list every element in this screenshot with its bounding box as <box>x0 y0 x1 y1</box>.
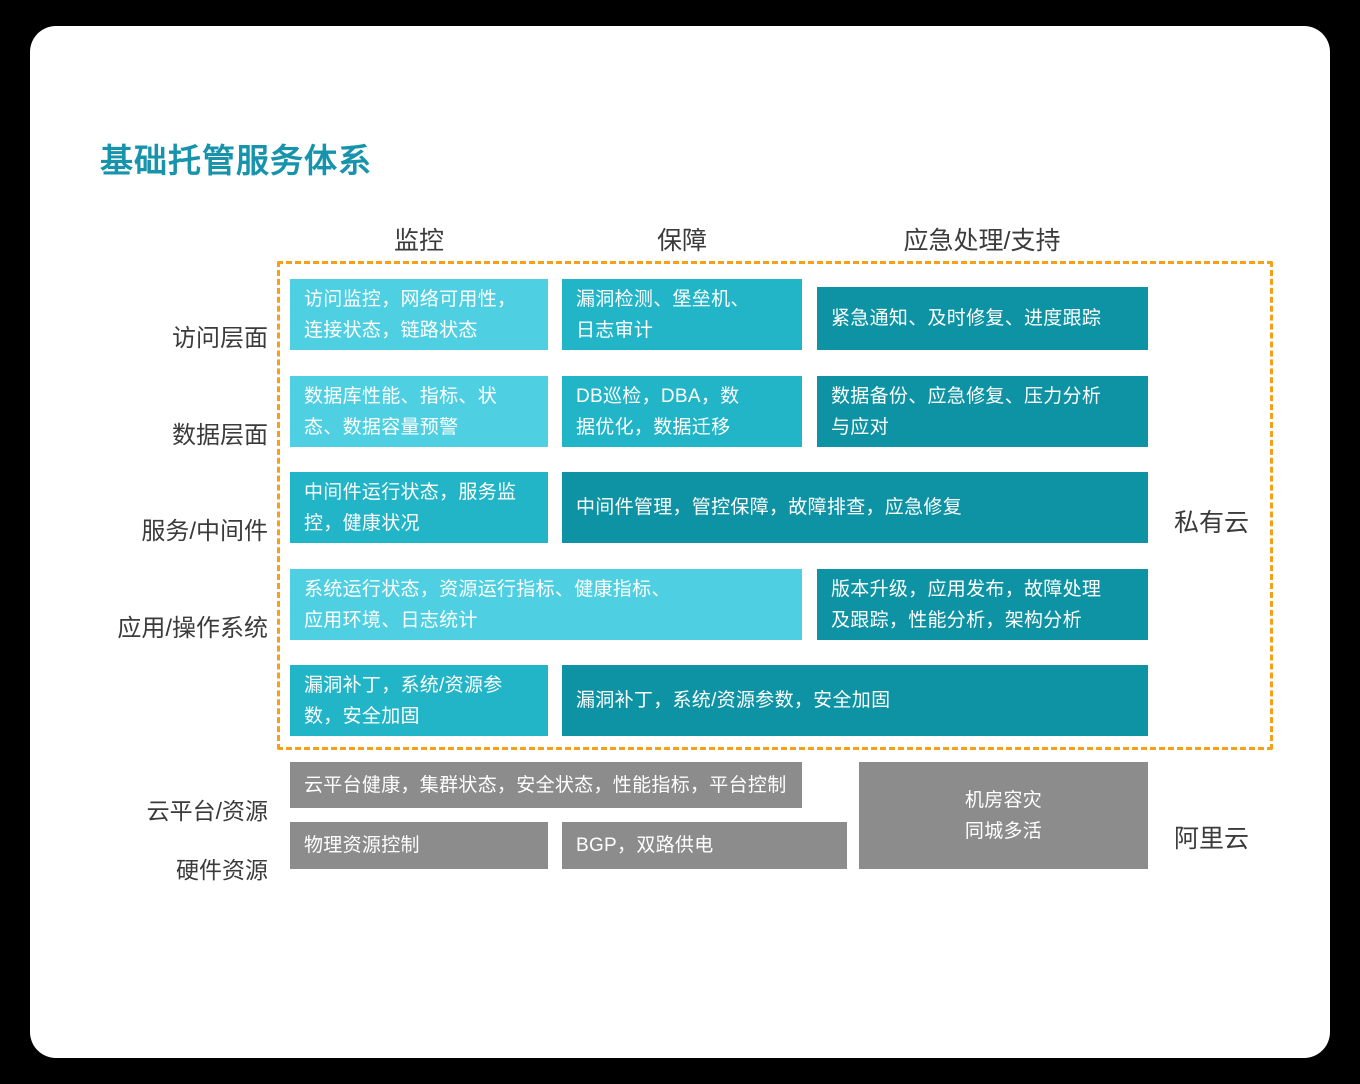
cell-security-assurance-emergency[interactable]: 漏洞补丁，系统/资源参数，安全加固 <box>562 665 1148 736</box>
cell-access-monitoring[interactable]: 访问监控，网络可用性， 连接状态，链路状态 <box>290 279 548 350</box>
cell-datacenter-dr-multiactive[interactable]: 机房容灾 同城多活 <box>859 762 1148 869</box>
cell-hardware-assurance[interactable]: BGP，双路供电 <box>562 822 847 869</box>
side-tag-private-cloud: 私有云 <box>1174 509 1250 537</box>
column-header-assurance: 保障 <box>656 227 707 255</box>
column-header-monitoring: 监控 <box>393 227 444 255</box>
cell-application-monitoring-assurance[interactable]: 系统运行状态，资源运行指标、健康指标、 应用环境、日志统计 <box>290 569 802 640</box>
cell-application-emergency[interactable]: 版本升级，应用发布，故障处理 及跟踪，性能分析，架构分析 <box>817 569 1148 640</box>
page-title: 基础托管服务体系 <box>100 142 372 179</box>
private-cloud-region-outline <box>277 261 1273 750</box>
cell-data-emergency[interactable]: 数据备份、应急修复、压力分析 与应对 <box>817 376 1148 447</box>
row-label-application-os: 应用/操作系统 <box>117 615 268 642</box>
cell-cloud-platform-monitoring-assurance[interactable]: 云平台健康，集群状态，安全状态，性能指标，平台控制 <box>290 762 802 808</box>
row-label-access-layer: 访问层面 <box>172 325 268 352</box>
cell-hardware-monitoring[interactable]: 物理资源控制 <box>290 822 548 869</box>
cell-data-monitoring[interactable]: 数据库性能、指标、状 态、数据容量预警 <box>290 376 548 447</box>
cell-access-assurance[interactable]: 漏洞检测、堡垒机、 日志审计 <box>562 279 802 350</box>
diagram-stage: 基础托管服务体系 监控 保障 应急处理/支持 访问层面 数据层面 服务/中间件 … <box>30 26 1330 1058</box>
row-label-data-layer: 数据层面 <box>172 422 268 449</box>
diagram-card: 基础托管服务体系 监控 保障 应急处理/支持 访问层面 数据层面 服务/中间件 … <box>30 26 1330 1058</box>
column-header-emergency-support: 应急处理/支持 <box>903 227 1061 255</box>
cell-access-emergency[interactable]: 紧急通知、及时修复、进度跟踪 <box>817 287 1148 350</box>
cell-middleware-assurance-emergency[interactable]: 中间件管理，管控保障，故障排查，应急修复 <box>562 472 1148 543</box>
row-label-hardware-resource: 硬件资源 <box>176 857 268 883</box>
row-label-service-middleware: 服务/中间件 <box>141 518 268 545</box>
row-label-cloud-platform-resource: 云平台/资源 <box>146 798 268 824</box>
cell-data-assurance[interactable]: DB巡检，DBA，数 据优化，数据迁移 <box>562 376 802 447</box>
cell-security-monitoring[interactable]: 漏洞补丁，系统/资源参 数，安全加固 <box>290 665 548 736</box>
cell-middleware-monitoring[interactable]: 中间件运行状态，服务监 控，健康状况 <box>290 472 548 543</box>
side-tag-alibaba-cloud: 阿里云 <box>1174 825 1250 853</box>
